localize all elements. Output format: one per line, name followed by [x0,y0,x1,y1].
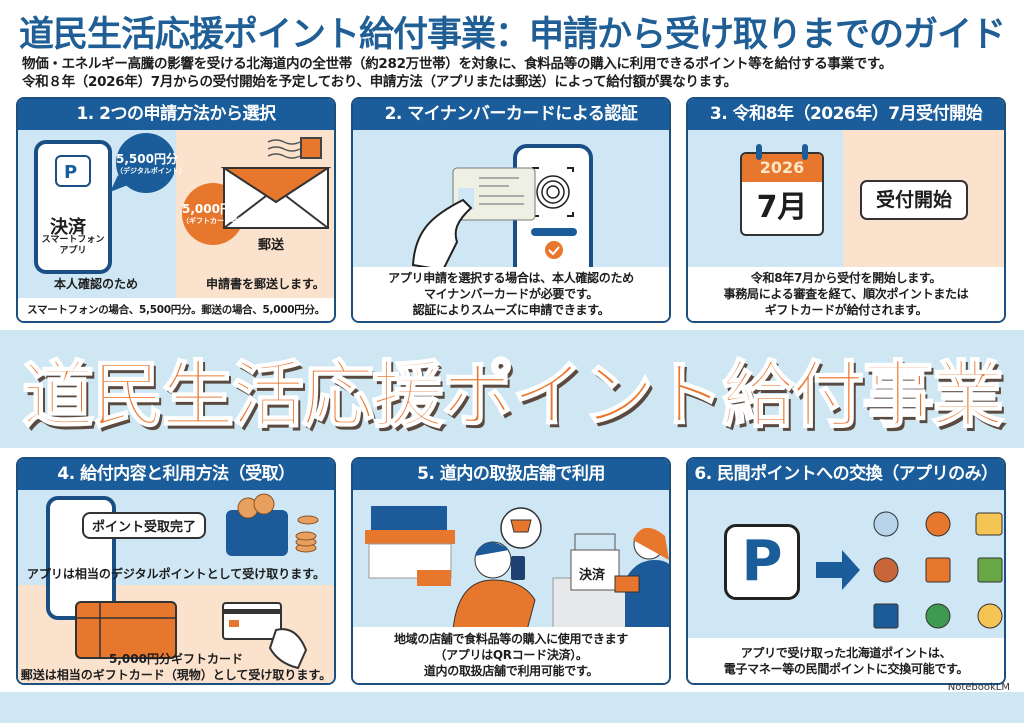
panel-title: 5. 道内の取扱店舗で利用 [353,459,669,490]
app-sub-line: アプリ [59,246,87,256]
calendar-year: 2026 [742,154,822,182]
panel-title: 6. 民間ポイントへの交換（アプリのみ） [688,459,1004,490]
gift-card-title: 5,000円分ギフトカード [109,652,243,666]
caption-line: 地域の店舗で食料品等の購入に使用できます [393,632,628,646]
awning [365,530,455,544]
caption-line: ギフトカードが給付されます。 [764,303,928,317]
panel-body: ポイント受取完了 アプリは相当のデジタルポイントとして受け取ります。 5,000… [18,490,334,683]
caption-line: （アプリはQRコード決済）。 [434,648,588,662]
mail-label: 郵送 [258,238,285,253]
gift-card-icon [75,601,177,659]
panel-body [353,130,669,270]
smartphone-icon [34,140,112,274]
caption-line: 道内の取扱店舗で利用可能です。 [423,664,599,678]
phone-qr-icon [511,556,525,580]
point-logo-icon [975,512,1003,536]
calendar-ring [802,144,808,160]
arrow-right-icon [816,550,860,590]
digital-amount: 5,500円分 [116,152,178,166]
intro-text: 物価・エネルギー高騰の影響を受ける北海道内の全世帯（約282万世帯）を対象に、食… [22,55,1012,91]
intro-line: 物価・エネルギー高騰の影響を受ける北海道内の全世帯（約282万世帯）を対象に、食… [22,56,893,72]
panel-title: 1. 2つの申請方法から選択 [18,99,334,130]
digital-bubble [116,133,176,193]
panel-stores: 5. 道内の取扱店舗で利用 決済 地域の店舗で食料品等の購入に使用できます （アプ… [351,457,671,685]
banner-band [0,330,1024,448]
app-sub: スマートフォンアプリ [40,235,106,257]
panel-title: 3. 令和8年（2026年）7月受付開始 [688,99,1004,130]
caption-line: 令和8年7月から受付を開始します。 [750,271,942,285]
panel-application-methods: 1. 2つの申請方法から選択 P 決済 スマートフォンアプリ 5,500円分 （… [16,97,336,323]
benefits-illustration [46,493,319,670]
customer-icon [452,579,536,630]
reception-start-badge: 受付開始 [860,180,968,220]
store-illustration [365,506,669,630]
point-logo-icon [925,511,951,537]
panel-start-date: 3. 令和8年（2026年）7月受付開始 2026 7月 受付開始 令和8年7月… [686,97,1006,323]
register-label: 決済 [579,568,606,583]
check-icon [545,241,563,259]
wallet-icon [226,510,288,556]
app-caption: 本人確認のため [54,277,139,291]
mail-caption: 申請書を郵送します。 [206,277,325,291]
panel-title: 4. 給付内容と利用方法（受取） [18,459,334,490]
panel-caption: アプリ申請を選択する場合は、本人確認のためマイナンバーカードが必要です。認証によ… [353,267,669,321]
panel-mynumber-auth: 2. マイナンバーカードによる認証 アプリ申請を選択する場合は、本人確認のためマ… [351,97,671,323]
point-logo-icon [977,603,1003,629]
point-logo-icon [873,511,899,537]
app-label: 決済 [50,217,86,238]
auth-illustration [411,144,593,270]
caption-line: アプリ申請を選択する場合は、本人確認のため [388,271,634,285]
caption-line: マイナンバーカードが必要です。 [423,287,599,301]
caption-line: 事務局による審査を経て、順次ポイントまたは [723,287,969,301]
calendar-month: 7月 [756,190,808,225]
point-logo-icon [977,557,1003,583]
point-p-icon: P [724,524,800,600]
bottom-band [0,692,1024,723]
panel-caption: アプリで受け取った北海道ポイントは、電子マネー等の民間ポイントに交換可能です。 [688,638,1004,683]
app-receive-text: アプリは相当のデジタルポイントとして受け取ります。 [26,567,326,581]
app-sub-line: スマートフォン [41,235,105,245]
panel-point-exchange: 6. 民間ポイントへの交換（アプリのみ） P アプリで受け取った北海道ポイントは… [686,457,1006,685]
page-title: 道民生活応援ポイント給付事業：申請から受け取りまでのガイド [18,15,1006,55]
mail-receive-text: 郵送は相当のギフトカード（現物）として受け取ります。 [20,668,332,682]
stamp-icon [300,137,322,159]
panel-caption: 令和8年7月から受付を開始します。事務局による審査を経て、順次ポイントまたはギフ… [688,267,1004,321]
panel-title: 2. マイナンバーカードによる認証 [353,99,669,130]
calendar-icon: 2026 7月 [740,152,824,236]
banner-title: 道民生活応援ポイント給付事業 [21,352,1005,438]
caption-line: 認証によりスムーズに申請できます。 [412,303,610,317]
point-app-icon [55,155,91,187]
panel-body: P [688,490,1004,638]
point-logo-icon [925,557,951,583]
clerk-icon [625,560,669,630]
panel-caption: スマートフォンの場合、5,500円分。郵送の場合、5,000円分。 [18,298,334,321]
calendar-ring [756,144,762,160]
caption-line: アプリで受け取った北海道ポイントは、 [740,645,952,660]
store-sign [371,506,447,530]
panel-body: 決済 [353,490,669,630]
panel-caption: 地域の店舗で食料品等の購入に使用できます （アプリはQRコード決済）。道内の取扱店… [353,627,669,683]
application-illustration: P [34,133,332,274]
panel-body: P 決済 スマートフォンアプリ 5,500円分 （デジタルポイント） 5,000… [18,130,334,300]
exchange-illustration [816,511,1003,629]
hand-icon [268,628,308,670]
panel-benefits: 4. 給付内容と利用方法（受取） ポイント受取完了 アプリは相当のデジタルポイン… [16,457,336,685]
point-logo-icon [873,603,899,629]
caption-line: スマートフォンの場合、5,500円分。郵送の場合、5,000円分。 [27,303,325,316]
gift-amount: 5,000円分 [182,202,244,216]
panel-body: 2026 7月 受付開始 [688,130,1004,270]
gift-note: （ギフトカード券） [182,217,245,225]
svg-text:P: P [64,162,77,183]
hand-icon [411,198,473,270]
intro-line: 令和８年（2026年）7月からの受付開始を予定しており、申請方法（アプリまたは郵… [22,74,737,90]
point-logo-icon [925,603,951,629]
fingerprint-icon [536,175,570,209]
notebooklm-watermark: NotebookLM [947,682,1010,693]
point-logo-icon [873,557,899,583]
points-received-bubble: ポイント受取完了 [82,512,207,539]
digital-note: （デジタルポイント） [116,167,186,175]
coins-icon [295,515,319,553]
caption-line: 電子マネー等の民間ポイントに交換可能です。 [723,661,969,676]
